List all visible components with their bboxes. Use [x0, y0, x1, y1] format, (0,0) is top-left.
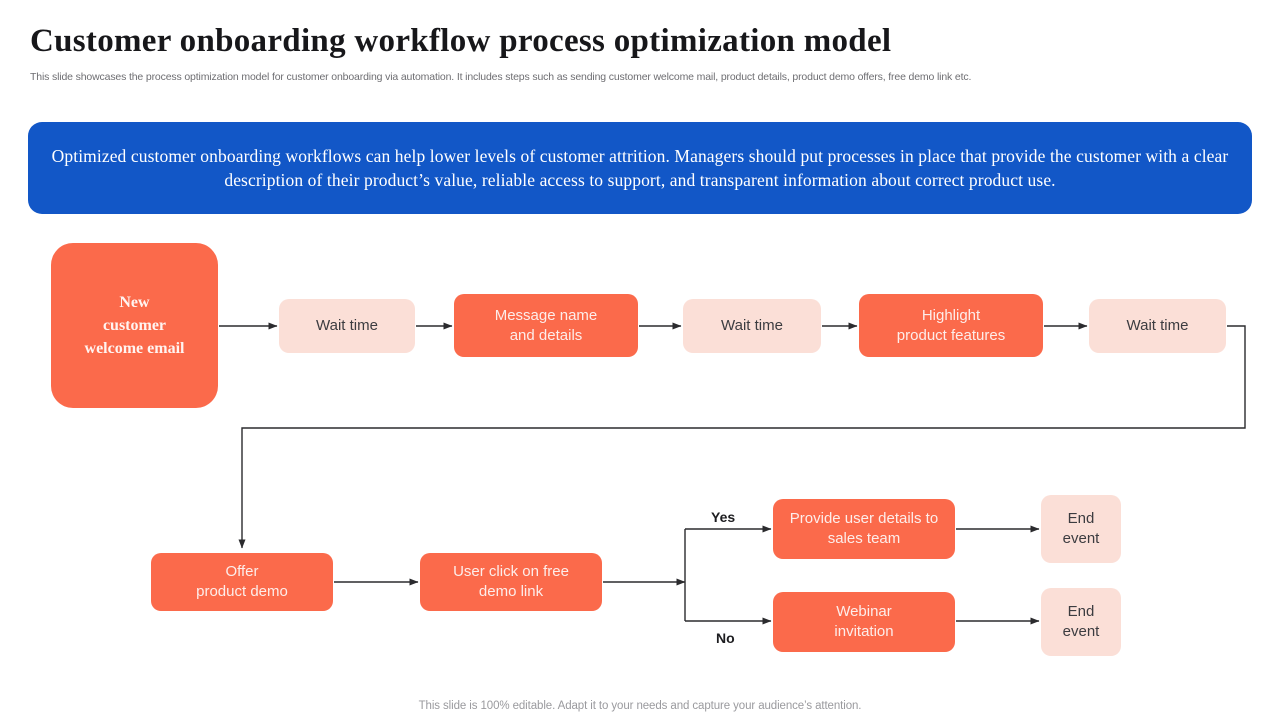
page-subtitle: This slide showcases the process optimiz…: [30, 71, 972, 83]
flow-node-provide-user-details-to-sales-team[interactable]: Provide user details to sales team: [773, 499, 955, 559]
flow-node-wait-time-1[interactable]: Wait time: [279, 299, 415, 353]
flow-node-wait-time-3[interactable]: Wait time: [1089, 299, 1226, 353]
branch-label-no: No: [716, 630, 735, 646]
branch-label-yes: Yes: [711, 509, 736, 525]
flow-node-user-click-on-free-demo-link[interactable]: User click on free demo link: [420, 553, 602, 611]
flow-node-webinar-invitation[interactable]: Webinar invitation: [773, 592, 955, 652]
page-title: Customer onboarding workflow process opt…: [30, 23, 892, 59]
flow-node-wait-time-2[interactable]: Wait time: [683, 299, 821, 353]
callout-banner: Optimized customer onboarding workflows …: [28, 122, 1252, 214]
flow-node-new-customer-welcome-email[interactable]: New customer welcome email: [51, 243, 218, 408]
flow-node-message-name-and-details[interactable]: Message name and details: [454, 294, 638, 357]
flow-node-end-event-2[interactable]: End event: [1041, 588, 1121, 656]
flow-node-end-event-1[interactable]: End event: [1041, 495, 1121, 563]
flow-node-highlight-product-features[interactable]: Highlight product features: [859, 294, 1043, 357]
footer-note: This slide is 100% editable. Adapt it to…: [418, 700, 862, 712]
flow-node-offer-product-demo[interactable]: Offer product demo: [151, 553, 333, 611]
callout-banner-text: Optimized customer onboarding workflows …: [51, 146, 1229, 190]
